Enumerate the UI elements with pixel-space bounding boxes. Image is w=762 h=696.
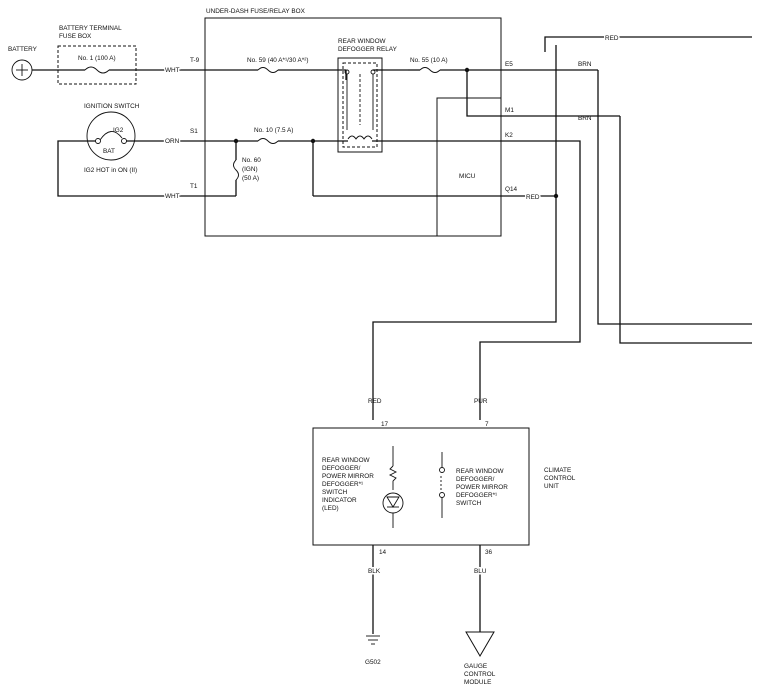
wire-label-orn: ORN	[165, 138, 180, 145]
led-indicator	[382, 446, 404, 528]
relay-coil	[347, 135, 373, 140]
ignition-title: IGNITION SWITCH	[84, 103, 140, 110]
ground-label: G502	[365, 659, 381, 666]
wire-label-wht-1: WHT	[165, 67, 180, 74]
fuse-60-label-3: (50 A)	[242, 175, 259, 182]
wire-label-red-17: RED	[368, 398, 382, 405]
fuse-60-label-1: No. 60	[242, 157, 261, 164]
wire-red-top	[544, 36, 752, 52]
wire-pur	[479, 140, 581, 420]
terminal-fuse-box	[57, 45, 137, 85]
wire-red-17	[372, 196, 557, 420]
pin-k2: K2	[505, 132, 513, 139]
fuse-60-label-2: (IGN)	[242, 166, 258, 173]
defogger-switch	[439, 452, 445, 518]
ccu-pin-7: 7	[485, 421, 489, 428]
wire-label-wht-2: WHT	[165, 193, 180, 200]
wire-label-red-top: RED	[605, 35, 619, 42]
relay-box	[337, 57, 383, 153]
ignition-bat: BAT	[103, 148, 115, 155]
wire-label-brn-1: BRN	[578, 61, 592, 68]
fuse-1-label: No. 1 (100 A)	[78, 55, 116, 62]
wire-label-blk: BLK	[368, 568, 381, 575]
wire-label-pur: PUR	[474, 398, 488, 405]
ccu-pin-17: 17	[381, 421, 389, 428]
pin-e5: E5	[505, 61, 513, 68]
ground-icon	[366, 635, 380, 645]
fuse-55-label: No. 55 (10 A)	[410, 57, 448, 64]
ccu-pin-14: 14	[379, 549, 387, 556]
gauge-connector-icon	[465, 631, 495, 657]
underdash-title: UNDER-DASH FUSE/RELAY BOX	[206, 8, 306, 15]
fuse-1-symbol	[84, 66, 110, 74]
wire-label-blu: BLU	[474, 568, 487, 575]
climate-control-unit-box	[312, 427, 530, 546]
pin-m1: M1	[505, 107, 514, 114]
wire-wht-bat	[57, 140, 205, 197]
wire-label-brn-2: BRN	[578, 115, 592, 122]
fuse-60-symbol	[233, 159, 239, 181]
fuse-55-symbol	[419, 67, 441, 73]
ccu-pin-36: 36	[485, 549, 493, 556]
wire-label-red-q14: RED	[526, 194, 540, 201]
ignition-note: IG2 HOT in ON (II)	[84, 167, 137, 174]
fuse-10-symbol	[257, 138, 279, 144]
fuse-59-symbol	[257, 67, 279, 73]
fuse-10-label: No. 10 (7.5 A)	[254, 127, 293, 134]
pin-t9: T-9	[190, 57, 200, 64]
micu-box	[436, 97, 501, 236]
battery-symbol	[11, 59, 33, 81]
battery-label: BATTERY	[8, 46, 38, 53]
ignition-ig2: IG2	[113, 127, 124, 134]
underdash-box	[204, 17, 502, 237]
fuse-59-label: No. 59 (40 A*¹/30 A*²)	[247, 57, 308, 64]
micu-label: MICU	[459, 173, 476, 180]
ignition-switch	[86, 111, 136, 161]
relay-contact	[344, 69, 376, 130]
pin-s1: S1	[190, 128, 198, 135]
pin-t1: T1	[190, 183, 198, 190]
pin-q14: Q14	[505, 186, 518, 193]
